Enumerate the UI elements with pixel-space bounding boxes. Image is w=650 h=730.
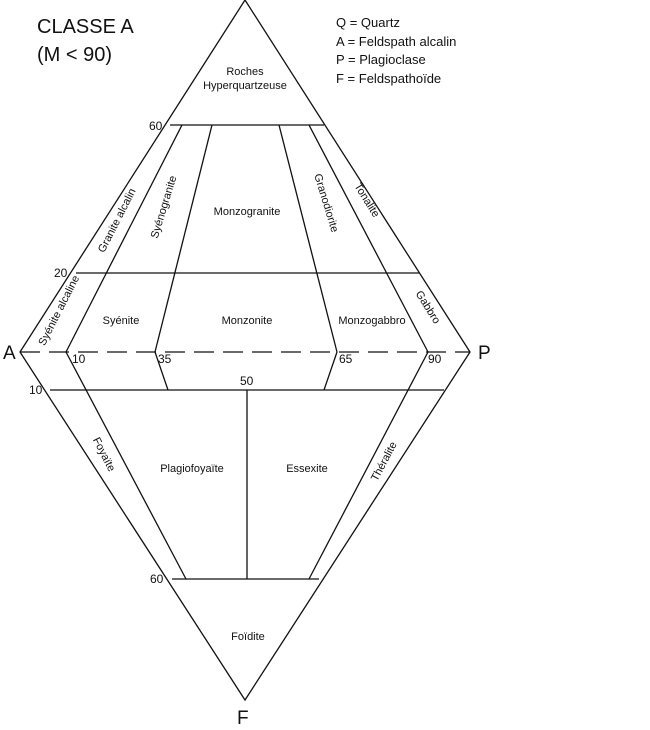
line-p65-upper	[278, 124, 338, 353]
field-syenite: Syénite	[103, 315, 140, 327]
diagram-subtitle: (M < 90)	[37, 44, 113, 66]
line-p90-upper	[308, 124, 429, 353]
vertex-p: P	[478, 343, 491, 364]
label-p50: 50	[240, 374, 254, 388]
field-roches-2: Hyperquartzeuse	[203, 80, 287, 92]
legend-item-q: Q = Quartz	[336, 15, 400, 30]
outer-diamond	[19, 0, 471, 702]
legend: Q = Quartz A = Feldspath alcalin P = Pla…	[336, 14, 456, 88]
field-syenogranite: Syénogranite	[149, 174, 179, 240]
field-syenite-alcaline: Syénite alcaline	[36, 274, 82, 348]
label-q20: 20	[54, 266, 68, 280]
legend-item-p: P = Plagioclase	[336, 52, 426, 67]
label-p35: 35	[158, 352, 172, 366]
field-granodiorite: Granodiorite	[311, 172, 340, 233]
line-p10-lower	[65, 351, 187, 580]
vertex-f: F	[237, 708, 249, 729]
label-p10: 10	[72, 352, 86, 366]
line-p10-upper	[65, 124, 183, 353]
legend-item-a: A = Feldspath alcalin	[336, 33, 457, 49]
field-roches-1: Roches	[226, 66, 264, 78]
field-foidite: Foïdite	[231, 631, 265, 643]
field-plagiofoyaite: Plagiofoyaïte	[160, 463, 224, 475]
diagram-title: CLASSE A	[37, 16, 134, 38]
field-gabbro: Gabbro	[413, 289, 443, 326]
label-f10: 10	[29, 383, 43, 397]
label-f60: 60	[150, 572, 164, 586]
vertex-a: A	[3, 343, 16, 364]
line-p35-upper	[154, 124, 213, 353]
diagram-lines	[19, 0, 471, 702]
field-monzonite: Monzonite	[222, 315, 273, 327]
field-granite-alcalin: Granite alcalin	[96, 187, 139, 255]
label-q60: 60	[149, 119, 163, 133]
label-p90: 90	[428, 352, 442, 366]
field-essexite: Essexite	[286, 463, 328, 475]
label-p65: 65	[339, 352, 353, 366]
line-p35-lower	[154, 351, 169, 391]
field-monzogabbro: Monzogabbro	[338, 315, 405, 327]
field-theralite: Théralite	[369, 440, 400, 483]
line-p90-lower	[308, 351, 429, 580]
field-monzogranite: Monzogranite	[214, 206, 281, 218]
line-p65-lower	[323, 351, 338, 391]
legend-item-f: F = Feldspathoïde	[336, 70, 442, 86]
